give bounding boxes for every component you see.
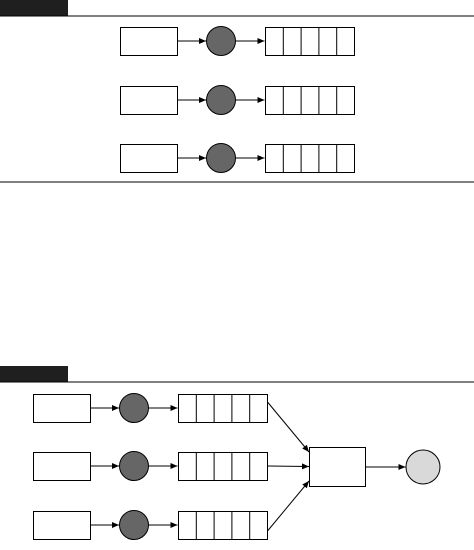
queue-1	[178, 394, 268, 423]
worker-node-2	[206, 85, 236, 115]
queue-1	[265, 27, 355, 56]
panel-top-header-tab	[0, 0, 68, 16]
worker-node-3	[119, 510, 149, 540]
worker-node-3	[206, 143, 236, 173]
queue-1-to-merger-arrow	[267, 401, 310, 453]
queue-2	[178, 452, 268, 481]
source-box-2	[33, 452, 91, 481]
queue-3	[265, 144, 355, 173]
source-box-3	[33, 511, 91, 540]
source-box-3	[120, 144, 178, 173]
queue-3-to-merger-arrow	[267, 480, 310, 532]
queue-2	[265, 86, 355, 115]
source-box-2	[120, 86, 178, 115]
worker-node-1	[119, 393, 149, 423]
merger-box	[309, 447, 366, 487]
queue-3	[178, 511, 268, 540]
sink-node	[405, 449, 441, 485]
worker-node-2	[119, 451, 149, 481]
source-box-1	[33, 394, 91, 423]
source-box-1	[120, 27, 178, 56]
panel-bottom-header-tab	[0, 366, 68, 382]
worker-node-1	[206, 26, 236, 56]
queue-2-to-merger-arrow	[267, 463, 310, 470]
